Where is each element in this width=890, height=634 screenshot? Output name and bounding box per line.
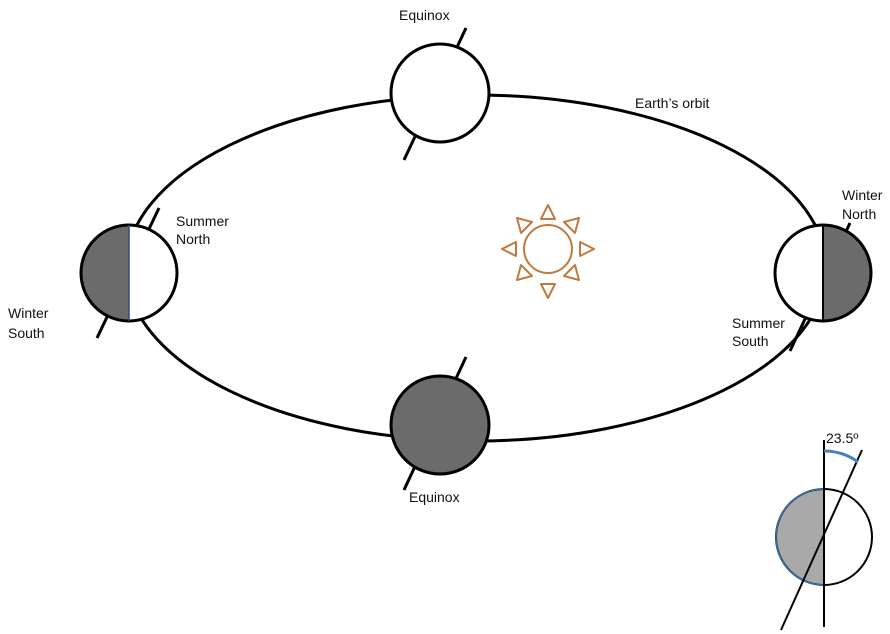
earth-left-solstice (81, 208, 177, 338)
earth-orbit-ellipse (126, 95, 826, 441)
earth-equinox-top (391, 28, 489, 160)
left-winter-line1: Winter (8, 305, 49, 321)
equinox-top-label: Equinox (399, 7, 450, 23)
equinox-bottom-label: Equinox (409, 489, 460, 505)
right-winter-line2: North (842, 206, 876, 222)
left-winter-line2: South (8, 325, 45, 341)
tilt-angle-arc (824, 451, 858, 462)
tilt-inset: 23.5º (776, 430, 872, 630)
right-winter-line1: Winter (842, 187, 883, 203)
tilt-angle-label: 23.5º (826, 430, 858, 446)
right-summer-line1: Summer (732, 315, 785, 331)
earth-right-solstice (775, 223, 871, 351)
left-summer-line1: Summer (176, 213, 229, 229)
left-summer-line2: North (176, 231, 210, 247)
sun-icon (502, 205, 594, 298)
earth-equinox-bottom (391, 357, 489, 490)
right-summer-line2: South (732, 333, 769, 349)
orbit-label: Earth’s orbit (635, 95, 710, 111)
